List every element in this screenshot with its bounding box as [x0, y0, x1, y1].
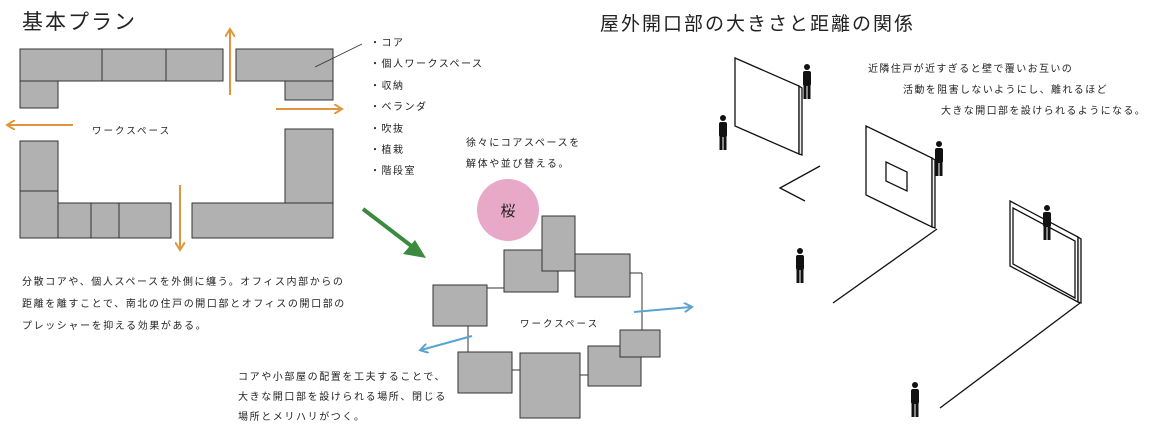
distance-note-line: 大きな開口部を設けられるようになる。: [941, 106, 1147, 117]
basic-plan-title: 基本プラン: [22, 10, 137, 34]
wall-middle: [832, 124, 938, 304]
legend-item: ・階段室: [370, 166, 416, 178]
person-silhouette: [796, 248, 804, 283]
layout-description-line: コアや小部屋の配置を工夫することで、: [238, 372, 447, 383]
wall-near: [734, 57, 821, 202]
legend-item: ・コア: [370, 38, 405, 49]
rearrange-note: 徐々にコアスペースを 解体や並び替える。: [466, 133, 581, 175]
legend-list: ・コア ・個人ワークスペース ・収納 ・ベランダ ・吹抜 ・植栽 ・階段室: [370, 33, 484, 183]
plan-description: 分散コアや、個人スペースを外側に纏う。オフィス内部からの 距離を離すことで、南北…: [22, 272, 346, 338]
basic-plan: [19, 48, 334, 239]
workspace-label-rearranged: ワークスペース: [520, 319, 600, 330]
legend-item: ・吹抜: [370, 123, 405, 135]
wall-far: [939, 199, 1082, 409]
rearranged-plan: [421, 215, 691, 419]
legend-leader-line: [314, 43, 363, 68]
rearrange-note-line: 徐々にコアスペースを: [466, 138, 581, 149]
layout-description-line: 大きな開口部を設けられる場所、閉じる: [238, 392, 447, 403]
transition-arrow: [361, 207, 426, 258]
legend-item: ・収納: [370, 80, 405, 92]
person-silhouette: [1043, 205, 1051, 240]
person-silhouette: [911, 382, 919, 417]
rearrange-note-line: 解体や並び替える。: [466, 159, 571, 170]
plan-description-line: 距離を離すことで、南北の住戸の開口部とオフィスの開口部の: [22, 299, 346, 310]
opening-distance-title: 屋外開口部の大きさと距離の関係: [600, 13, 916, 35]
layout-description: コアや小部屋の配置を工夫することで、 大きな開口部を設けられる場所、閉じる 場所…: [238, 368, 447, 428]
legend-item: ・ベランダ: [370, 102, 428, 114]
legend-item: ・植栽: [370, 145, 405, 157]
distance-note-line: 近隣住戸が近すぎると壁で覆いお互いの: [868, 64, 1074, 75]
workspace-label-plan: ワークスペース: [92, 126, 172, 137]
plan-arrows: [8, 30, 341, 249]
person-silhouette: [935, 141, 943, 176]
legend-item: ・個人ワークスペース: [370, 59, 484, 71]
sakura-label: 桜: [500, 201, 516, 220]
person-silhouette: [803, 64, 811, 99]
plan-description-line: 分散コアや、個人スペースを外側に纏う。オフィス内部からの: [22, 277, 345, 288]
layout-description-line: 場所とメリハリがつく。: [238, 412, 366, 423]
person-silhouette: [719, 115, 727, 150]
distance-note-line: 活動を阻害しないようにし、離れるほど: [903, 85, 1108, 96]
people: [719, 64, 1051, 417]
sakura-circle: 桜: [477, 179, 539, 241]
plan-description-line: プレッシャーを抑える効果がある。: [22, 321, 208, 332]
